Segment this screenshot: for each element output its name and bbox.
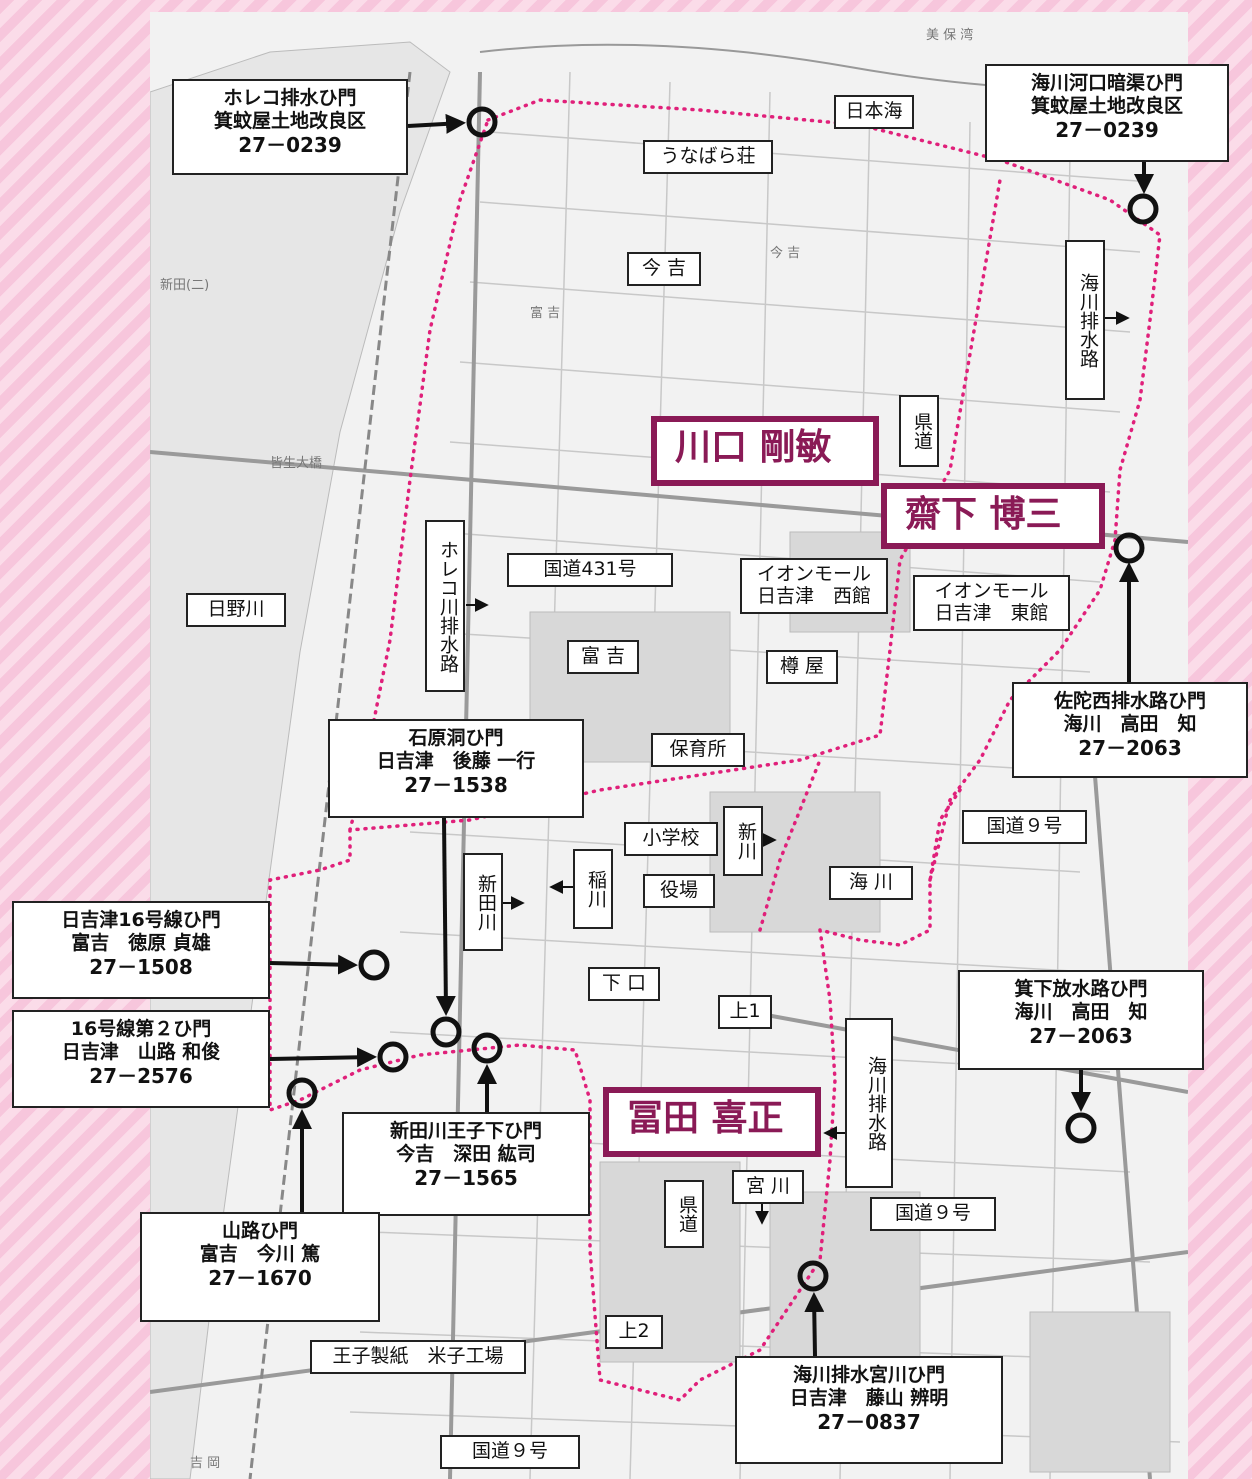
label-hoikusho: 保育所 bbox=[651, 733, 745, 767]
gate-name: ホレコ排水ひ門 bbox=[223, 87, 357, 109]
gate-box-yamaji: 山路ひ門 富吉 今川 篤 27－1670 bbox=[140, 1212, 380, 1322]
label-unabara: うなばら荘 bbox=[643, 140, 773, 174]
gate-name: 海川排水宮川ひ門 bbox=[792, 1364, 945, 1386]
label-kokudo431: 国道431号 bbox=[507, 553, 673, 587]
gate-name: 佐陀西排水路ひ門 bbox=[1053, 690, 1206, 712]
label-oji: 王子製紙 米子工場 bbox=[310, 1340, 526, 1374]
label-shimoguchi: 下 口 bbox=[588, 967, 660, 1001]
gate-phone: 27－0837 bbox=[817, 1410, 921, 1435]
map-text-tomiyoshi: 富 吉 bbox=[530, 306, 561, 321]
gate-name: 海川河口暗渠ひ門 bbox=[1030, 72, 1183, 94]
label-kami1: 上1 bbox=[718, 995, 772, 1029]
gate-name: 石原洞ひ門 bbox=[408, 727, 504, 749]
gate-owner: 海川 高田 知 bbox=[1014, 1001, 1148, 1024]
gate-box-miyagawa: 海川排水宮川ひ門 日吉津 藤山 辨明 27－0837 bbox=[735, 1356, 1003, 1464]
gate-box-horeko: ホレコ排水ひ門 箕蚊屋土地改良区 27－0239 bbox=[172, 79, 408, 175]
gate-box-ishiharado: 石原洞ひ門 日吉津 後藤 一行 27－1538 bbox=[328, 719, 584, 818]
label-kaigawa: 海 川 bbox=[829, 866, 913, 900]
gate-box-minoshita: 箕下放水路ひ門 海川 高田 知 27－2063 bbox=[958, 970, 1204, 1070]
gate-name: 山路ひ門 bbox=[221, 1220, 298, 1242]
gate-name: 箕下放水路ひ門 bbox=[1014, 978, 1148, 1000]
gate-phone: 27－1670 bbox=[208, 1266, 312, 1291]
label-shogakko: 小学校 bbox=[624, 822, 718, 856]
label-kendo-south: 県道 bbox=[664, 1180, 704, 1248]
label-taruya: 樽 屋 bbox=[766, 650, 838, 684]
gate-box-16go-2: 16号線第２ひ門 日吉津 山路 和俊 27－2576 bbox=[12, 1010, 270, 1108]
gate-phone: 27－2063 bbox=[1029, 1024, 1133, 1049]
gate-owner: 日吉津 後藤 一行 bbox=[376, 750, 536, 773]
label-imayoshi: 今 吉 bbox=[627, 252, 701, 286]
gate-owner: 今吉 深田 紘司 bbox=[396, 1143, 536, 1166]
gate-name: 16号線第２ひ門 bbox=[70, 1018, 212, 1040]
gate-box-16go: 日吉津16号線ひ門 富吉 徳原 貞雄 27－1508 bbox=[12, 901, 270, 999]
gate-owner: 富吉 今川 篤 bbox=[199, 1243, 321, 1266]
gate-owner: 富吉 徳原 貞雄 bbox=[71, 932, 211, 955]
label-hinogawa: 日野川 bbox=[186, 593, 286, 627]
gate-phone: 27－2063 bbox=[1078, 736, 1182, 761]
label-tomiyoshi: 富 吉 bbox=[567, 640, 639, 674]
person-kawaguchi: 川口 剛敏 bbox=[651, 416, 879, 486]
label-horeko-haisuiro: ホレコ川排水路 bbox=[425, 520, 465, 692]
gate-box-shindenkawa: 新田川王子下ひ門 今吉 深田 紘司 27－1565 bbox=[342, 1112, 590, 1216]
label-nihonkai: 日本海 bbox=[834, 95, 914, 129]
label-kokudo9-east: 国道９号 bbox=[962, 810, 1087, 844]
bridge-label: 皆生大橋 bbox=[270, 456, 323, 471]
label-shinkawa: 新川 bbox=[723, 806, 763, 876]
gate-box-sadanishi: 佐陀西排水路ひ門 海川 高田 知 27－2063 bbox=[1012, 682, 1248, 778]
label-kendo-north: 県道 bbox=[899, 395, 939, 467]
label-kami2: 上2 bbox=[605, 1315, 663, 1349]
label-yakuba: 役場 bbox=[643, 874, 715, 908]
gate-owner: 箕蚊屋土地改良区 bbox=[213, 110, 366, 133]
label-kaigawa-haisuiro-south: 海川排水路 bbox=[845, 1018, 893, 1188]
label-kokudo9-mid: 国道９号 bbox=[870, 1197, 996, 1231]
gate-phone: 27－0239 bbox=[1055, 118, 1159, 143]
label-aeon-west: イオンモール 日吉津 西館 bbox=[740, 558, 888, 614]
bay-name: 美 保 湾 bbox=[926, 28, 974, 43]
gate-phone: 27－1565 bbox=[414, 1166, 518, 1191]
label-kaigawa-haisuiro-north: 海川排水路 bbox=[1065, 240, 1105, 400]
person-tomita: 冨田 喜正 bbox=[603, 1087, 821, 1157]
gate-owner: 日吉津 藤山 辨明 bbox=[789, 1387, 949, 1410]
person-saishita: 齋下 博三 bbox=[881, 483, 1105, 549]
gate-phone: 27－0239 bbox=[238, 133, 342, 158]
label-shinden-river: 新田川 bbox=[463, 853, 503, 951]
label-inagawa: 稲川 bbox=[573, 849, 613, 929]
gate-owner: 箕蚊屋土地改良区 bbox=[1030, 95, 1183, 118]
gate-phone: 27－1538 bbox=[404, 773, 508, 798]
gate-name: 新田川王子下ひ門 bbox=[389, 1120, 542, 1142]
gate-box-kaigawa-kako: 海川河口暗渠ひ門 箕蚊屋土地改良区 27－0239 bbox=[985, 64, 1229, 162]
label-kokudo9-south: 国道９号 bbox=[440, 1435, 580, 1469]
gate-name: 日吉津16号線ひ門 bbox=[61, 909, 221, 931]
map-text-yoshioka: 吉 岡 bbox=[190, 1456, 221, 1471]
gate-owner: 海川 高田 知 bbox=[1063, 713, 1197, 736]
gate-phone: 27－1508 bbox=[89, 955, 193, 980]
label-miyagawa: 宮 川 bbox=[732, 1170, 804, 1204]
gate-owner: 日吉津 山路 和俊 bbox=[61, 1041, 221, 1064]
label-aeon-east: イオンモール 日吉津 東館 bbox=[913, 575, 1070, 631]
map-text-imayoshi: 今 吉 bbox=[770, 246, 801, 261]
shintaden-label: 新田(二) bbox=[160, 278, 210, 293]
gate-phone: 27－2576 bbox=[89, 1064, 193, 1089]
